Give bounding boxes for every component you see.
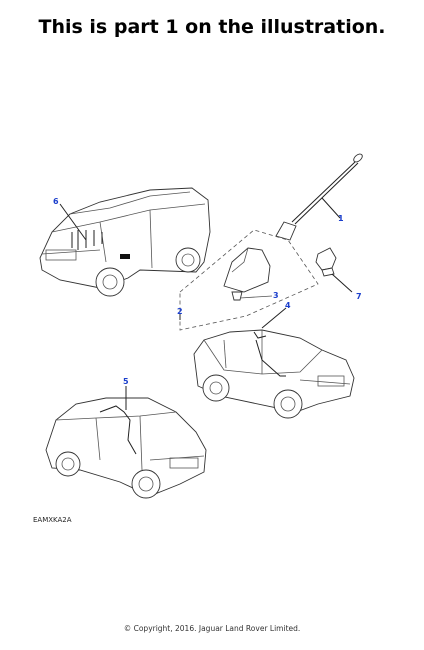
antenna-base [223, 247, 273, 301]
callout-6: 6 [53, 197, 59, 206]
dashed-group-outline [179, 229, 319, 331]
vehicle-middle-right [193, 307, 355, 419]
callout-5: 5 [123, 377, 129, 386]
illustration-reference-code: EAMXKA2A [33, 516, 72, 524]
callout-2: 2 [177, 307, 183, 316]
clip [315, 247, 353, 293]
copyright-notice: © Copyright, 2016. Jaguar Land Rover Lim… [123, 624, 301, 633]
vehicle-bottom-left [45, 386, 207, 499]
callout-1: 1 [338, 214, 344, 223]
callout-4: 4 [285, 301, 291, 310]
antenna-mast [275, 153, 363, 241]
vehicle-top-left [39, 187, 211, 297]
callout-3: 3 [273, 291, 279, 300]
callout-7: 7 [356, 292, 362, 301]
page-title: This is part 1 on the illustration. [38, 16, 386, 38]
